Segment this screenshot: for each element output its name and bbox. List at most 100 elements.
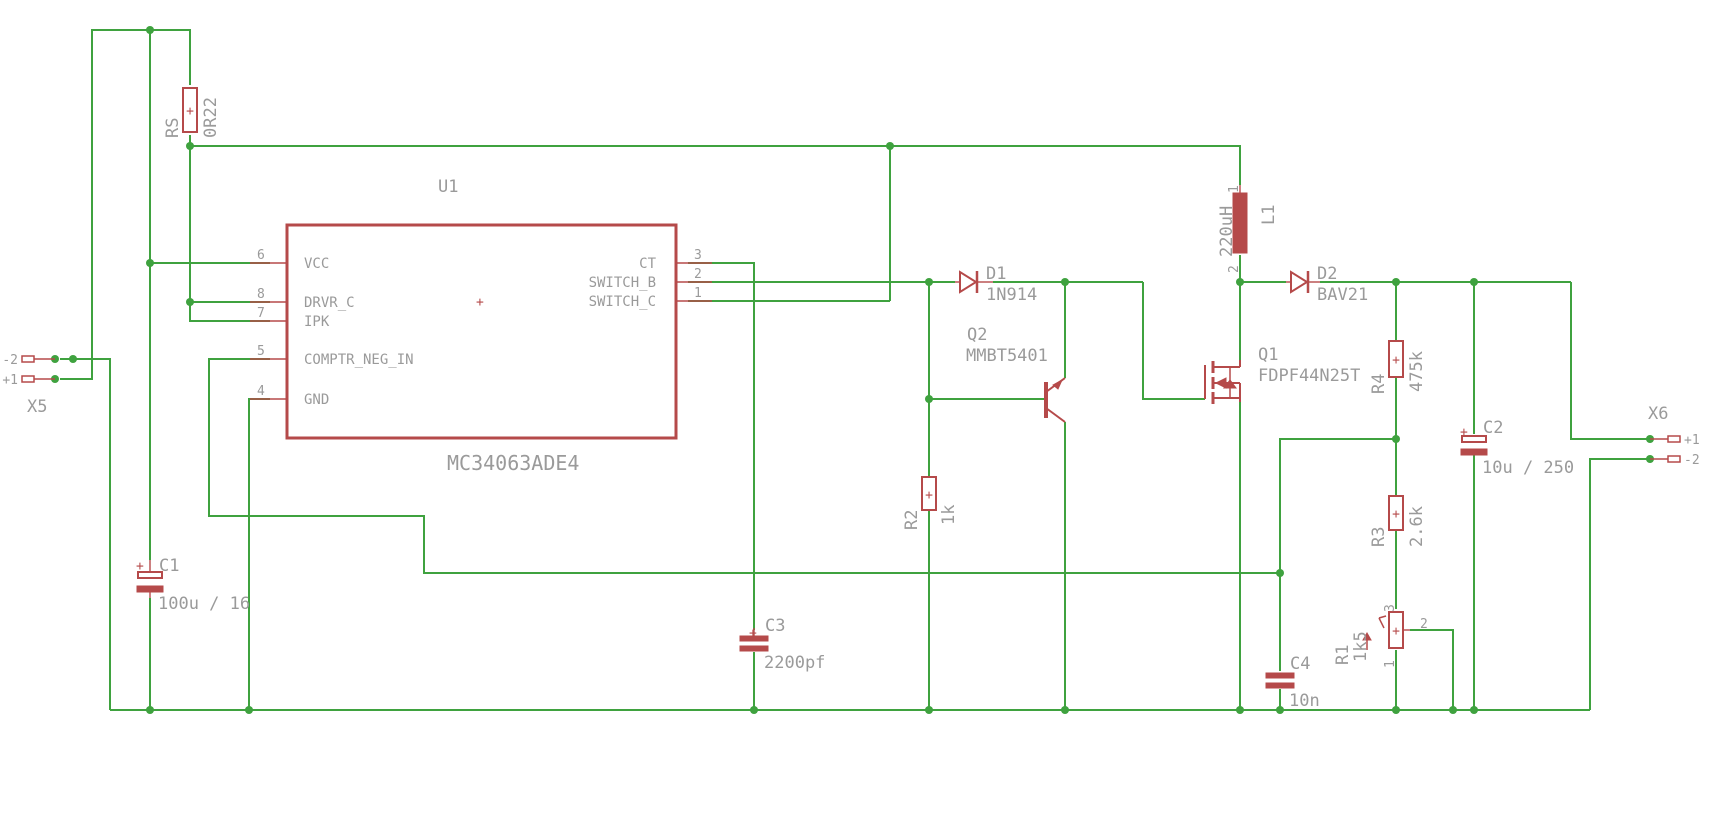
u1-pin-name: CT [639, 256, 656, 272]
resistor-rs[interactable]: + RS 0R22 [163, 87, 221, 138]
ic-u1-ref: U1 [438, 177, 458, 197]
connector-x5-pin [21, 375, 35, 383]
resistor-rs-value: 0R22 [201, 97, 221, 138]
connector-x5-pin [21, 355, 35, 363]
resistor-r4-plus: + [1392, 353, 1400, 368]
trimmer-r1-value: 1k5 [1351, 631, 1371, 662]
inductor-l1-pin: 1 [1227, 185, 1242, 193]
transistor-q2-ref: Q2 [967, 325, 987, 345]
u1-pin-name: SWITCH_B [589, 275, 656, 291]
resistor-rs-body [182, 87, 198, 133]
capacitor-c4-plate [1265, 672, 1295, 679]
resistor-rs-plus: + [186, 104, 194, 119]
junction-dots [51, 26, 1654, 714]
u1-pin-num: 1 [694, 286, 702, 301]
u1-pin-num: 8 [257, 287, 265, 302]
capacitor-c1-ref: C1 [159, 556, 179, 576]
u1-pin-name: VCC [304, 256, 329, 272]
resistor-r3-plus: + [1392, 507, 1400, 522]
capacitor-c4[interactable]: C4 10n [1265, 654, 1320, 711]
resistor-r3-body [1388, 495, 1404, 531]
u1-pin-name: DRVR_C [304, 295, 355, 311]
mosfet-q1-body-diode [1223, 379, 1237, 389]
connector-x6-pin [1667, 455, 1681, 463]
trimmer-r1[interactable]: + 3 2 1 R1 1k5 [1333, 604, 1428, 668]
transistor-q2-value: MMBT5401 [966, 346, 1048, 366]
mosfet-q1[interactable]: Q1 FDPF44N25T [1204, 345, 1360, 404]
u1-pin-num: 3 [694, 248, 702, 263]
diode-d1[interactable]: D1 1N914 [955, 264, 1037, 305]
capacitor-c4-value: 10n [1289, 691, 1320, 711]
u1-pin-num: 4 [257, 384, 265, 399]
capacitor-c3-plus: + [749, 626, 757, 641]
capacitor-c4-plate [1265, 682, 1295, 689]
resistor-r2-body [921, 476, 937, 511]
ic-u1-body [285, 223, 678, 440]
capacitor-c2[interactable]: + C2 10u / 250 [1460, 418, 1574, 478]
resistor-r3-value: 2.6k [1407, 506, 1427, 547]
diode-d1-ref: D1 [986, 264, 1006, 284]
mosfet-q1-ref: Q1 [1258, 345, 1278, 365]
mosfet-q1-arrow [1214, 377, 1227, 389]
capacitor-c2-plate [1461, 435, 1487, 443]
resistor-r2-plus: + [925, 488, 933, 503]
resistor-r4-body [1388, 340, 1404, 378]
u1-pin-name: SWITCH_C [589, 294, 656, 310]
ic-u1-value: MC34063ADE4 [447, 451, 579, 475]
ic-u1-origin-mark: + [476, 295, 484, 310]
u1-pin-num: 2 [694, 267, 702, 282]
diode-d2[interactable]: D2 BAV21 [1286, 264, 1368, 305]
u1-pin-name: GND [304, 392, 329, 408]
inductor-l1-ref: L1 [1259, 205, 1279, 225]
trimmer-r1-plus: + [1392, 624, 1400, 639]
transistor-q2[interactable]: Q2 MMBT5401 [966, 325, 1066, 423]
resistor-r4-value: 475k [1407, 351, 1427, 392]
diode-d1-triangle [959, 270, 978, 294]
connector-x6-pin [1667, 435, 1681, 443]
capacitor-c1[interactable]: + C1 100u / 16 [136, 556, 250, 614]
transistor-q2-arrow [1052, 378, 1064, 390]
resistor-r2-ref: R2 [902, 510, 922, 530]
ic-u1[interactable]: U1 MC34063ADE4 + 6 8 7 5 4 VCC DRVR_C IP… [250, 177, 712, 475]
capacitor-c2-ref: C2 [1483, 418, 1503, 438]
capacitor-c1-plus: + [136, 559, 144, 574]
diode-d1-value: 1N914 [986, 285, 1037, 305]
trimmer-r1-ref: R1 [1333, 645, 1353, 665]
connector-x6-pin-label: -2 [1684, 453, 1700, 468]
diode-d2-triangle [1290, 270, 1309, 294]
connector-x5-pin-label: +1 [2, 373, 18, 388]
resistor-r4-ref: R4 [1369, 374, 1389, 394]
connector-x6-ref: X6 [1648, 404, 1668, 424]
resistor-r2-value: 1k [939, 505, 959, 525]
trimmer-r1-pin: 2 [1420, 617, 1428, 632]
u1-pin-num: 7 [257, 306, 265, 321]
capacitor-c2-plate [1460, 448, 1488, 456]
resistor-r2[interactable]: + R2 1k [902, 476, 959, 530]
capacitor-c1-plate [136, 585, 164, 593]
diode-d2-ref: D2 [1317, 264, 1337, 284]
u1-pin-num: 6 [257, 248, 265, 263]
capacitor-c3[interactable]: + C3 2200pf [739, 616, 825, 673]
capacitor-c2-plus: + [1460, 425, 1468, 440]
u1-pin-name: IPK [304, 314, 330, 330]
trimmer-r1-pin: 1 [1383, 660, 1398, 668]
capacitor-c1-value: 100u / 16 [158, 594, 250, 614]
connector-x5-ref: X5 [27, 397, 47, 417]
u1-pin-num: 5 [257, 344, 265, 359]
connector-x6-pin-label: +1 [1684, 433, 1700, 448]
connector-x6[interactable]: +1 -2 X6 [1648, 404, 1700, 468]
connector-x5[interactable]: -2 +1 X5 [2, 353, 55, 417]
capacitor-c4-ref: C4 [1290, 654, 1310, 674]
inductor-l1[interactable]: 1 2 L1 220uH [1217, 185, 1279, 273]
resistor-r4[interactable]: + R4 475k [1369, 340, 1427, 394]
trimmer-r1-arrow-icon [1362, 631, 1372, 641]
trimmer-r1-pin: 3 [1383, 604, 1398, 612]
connector-x5-pin-label: -2 [2, 353, 18, 368]
resistor-r3-ref: R3 [1369, 527, 1389, 547]
diode-d2-value: BAV21 [1317, 285, 1368, 305]
capacitor-c3-ref: C3 [765, 616, 785, 636]
capacitor-c3-plate [739, 645, 769, 652]
inductor-l1-value: 220uH [1217, 206, 1237, 257]
resistor-r3[interactable]: + R3 2.6k [1369, 495, 1427, 547]
